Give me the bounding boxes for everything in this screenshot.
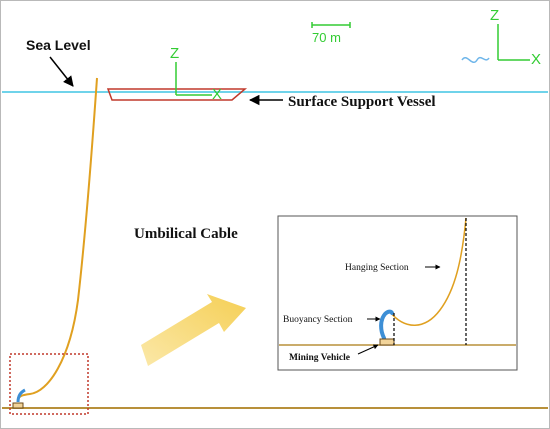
scale-bar: [311, 22, 351, 28]
mining-vehicle-label: Mining Vehicle: [289, 353, 350, 363]
surface-support-vessel: [106, 88, 248, 101]
inset-panel: [277, 215, 518, 371]
inset-mining-vehicle: [379, 338, 395, 346]
mining-vehicle-arrow: [357, 344, 379, 355]
mining-vehicle-small: [12, 402, 24, 409]
buoyancy-section-label: Buoyancy Section: [283, 315, 353, 325]
wave-icon: [461, 56, 490, 63]
inset-buoyancy-section: [379, 309, 394, 340]
scale-bar-label: 70 m: [312, 30, 341, 45]
big-arrow: [141, 294, 246, 366]
vessel-z-label: Z: [170, 45, 179, 62]
umbilical-cable: [17, 77, 98, 401]
hanging-section-label: Hanging Section: [345, 263, 409, 273]
inset-cable: [389, 217, 467, 326]
detail-region-box: [9, 353, 89, 415]
umbilical-cable-label: Umbilical Cable: [134, 226, 238, 242]
sea-level-label: Sea Level: [26, 37, 91, 53]
buoyancy-section-small: [16, 388, 26, 403]
surface-support-vessel-label: Surface Support Vessel: [288, 94, 436, 110]
global-x-label: X: [531, 51, 541, 68]
vessel-x-label: X: [212, 86, 222, 103]
sea-level-arrow: [49, 56, 74, 87]
global-z-label: Z: [490, 7, 499, 24]
